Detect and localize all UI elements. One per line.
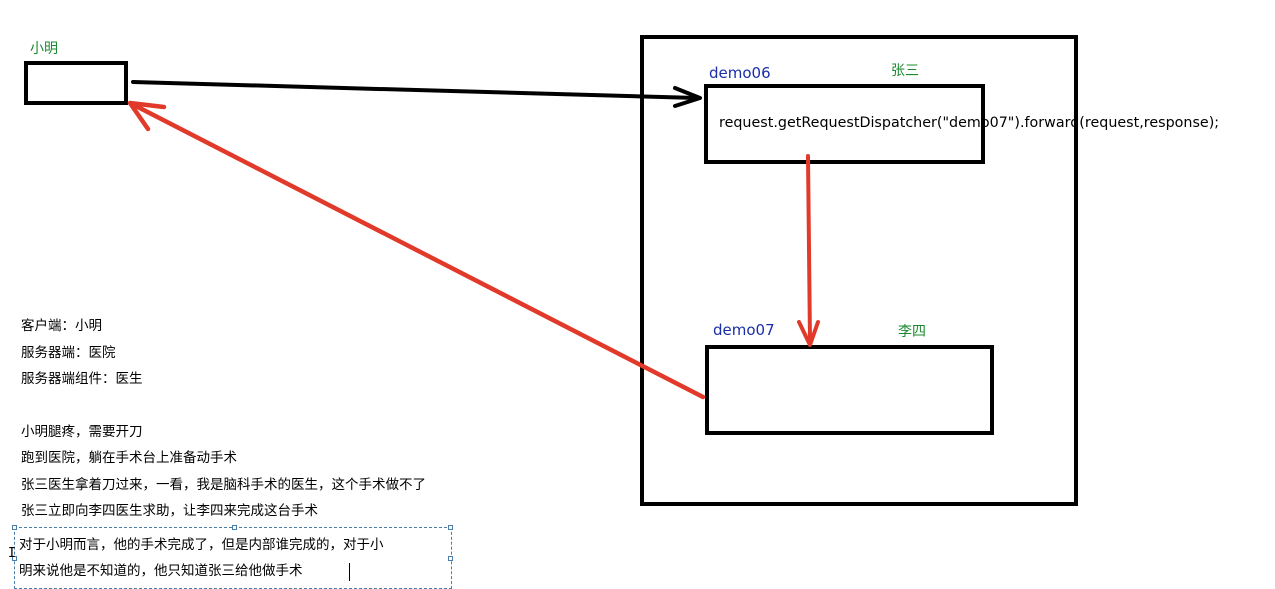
demo07-box [705,345,994,435]
response-arrow [127,100,706,400]
ibeam-cursor-icon: I [8,546,16,561]
resize-handle[interactable] [232,525,237,530]
resize-handle[interactable] [12,525,17,530]
note-line: 张三医生拿着刀过来，一看，我是脑科手术的医生，这个手术做不了 [21,476,426,493]
forward-code-text: request.getRequestDispatcher("demo07").f… [719,115,1220,131]
demo07-servlet-label: demo07 [713,321,775,339]
note-line: 小明腿疼，需要开刀 [21,423,143,440]
demo06-servlet-label: demo06 [709,64,771,82]
request-arrow [131,80,702,108]
note-line: 服务器端组件：医生 [21,371,143,387]
note-line: 跑到医院，躺在手术台上准备动手术 [21,450,237,466]
note-line: 张三立即向李四医生求助，让李四来完成这台手术 [21,503,318,519]
demo06-box [704,84,985,164]
selected-text-line: 明来说他是不知道的，他只知道张三给他做手术 [19,563,303,579]
note-line [21,398,426,424]
forward-arrow [797,154,820,347]
note-line: 客户端：小明 [21,318,102,334]
demo07-person-label: 李四 [898,324,926,340]
client-box [24,61,128,105]
resize-handle[interactable] [448,525,453,530]
client-name-label: 小明 [30,41,58,57]
notes-block: 客户端：小明 服务器端：医院 服务器端组件：医生 小明腿疼，需要开刀 跑到医院，… [21,318,426,530]
selected-text-block[interactable]: 对于小明而言，他的手术完成了，但是内部谁完成的，对于小 明来说他是不知道的，他只… [19,537,384,589]
server-frame [640,35,1078,506]
resize-handle[interactable] [448,556,453,561]
demo06-person-label: 张三 [891,63,919,79]
resize-handle[interactable] [12,556,17,561]
text-caret [349,563,350,581]
selected-text-line: 对于小明而言，他的手术完成了，但是内部谁完成的，对于小 [19,537,384,553]
note-line: 服务器端：医院 [21,344,116,361]
